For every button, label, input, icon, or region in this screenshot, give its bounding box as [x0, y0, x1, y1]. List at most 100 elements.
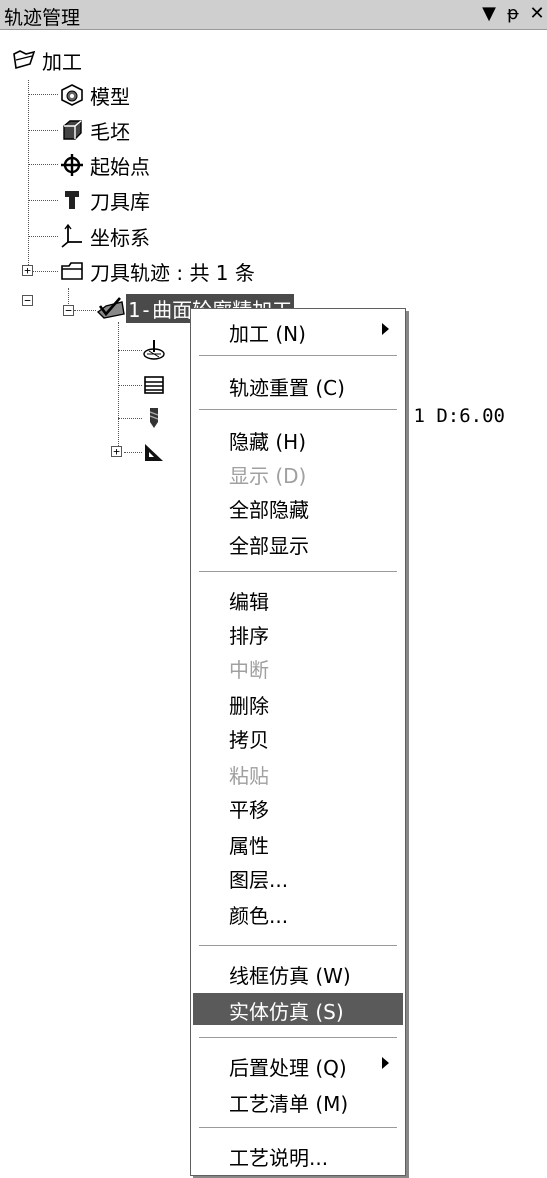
tree-connector: [28, 236, 58, 237]
menu-item-sort[interactable]: 排序: [193, 617, 403, 649]
menu-separator: [199, 1127, 397, 1129]
menu-item-label: 删除: [229, 694, 269, 718]
menu-item-label: 平移: [229, 798, 269, 822]
collapse-toggle[interactable]: −: [22, 295, 33, 306]
menu-item-label: 中断: [229, 658, 269, 682]
tree-node-machining[interactable]: 加工: [12, 45, 82, 75]
menu-item-label: 全部显示: [229, 534, 309, 558]
menu-item-hide-all[interactable]: 全部隐藏: [193, 491, 403, 523]
menu-item-process-description[interactable]: 工艺说明...: [193, 1139, 403, 1171]
folder-open-icon: [12, 48, 36, 72]
toolpath-check-icon: [96, 296, 125, 320]
tree-connector: [118, 322, 119, 456]
menu-item-translate[interactable]: 平移: [193, 791, 403, 823]
model-icon: [60, 83, 84, 107]
tree-node-toolpath-child[interactable]: [142, 403, 172, 433]
geometry-triangle-icon: [142, 440, 166, 464]
tree-node-toolpath-child[interactable]: [142, 335, 172, 365]
expand-toggle[interactable]: +: [22, 265, 33, 276]
menu-separator: [199, 409, 397, 411]
tree-node-tool-library[interactable]: 刀具库: [60, 185, 150, 215]
tree-label: 刀具轨迹 : 共 1 条: [90, 260, 255, 285]
menu-item-paste: 粘贴: [193, 757, 403, 789]
tree-node-toolpaths[interactable]: 刀具轨迹 : 共 1 条: [60, 256, 255, 286]
tree-connector: [118, 385, 142, 386]
tree-connector: [118, 350, 142, 351]
tree-connector: [28, 164, 58, 165]
tree-node-coordinate-system[interactable]: 坐标系: [60, 221, 150, 251]
tool-detail-text: :1 D:6.00: [402, 405, 505, 427]
tree-connector: [28, 200, 58, 201]
menu-item-interrupt: 中断: [193, 651, 403, 683]
menu-separator: [199, 945, 397, 947]
submenu-arrow-icon: [382, 1057, 389, 1069]
menu-item-label: 加工 (N): [229, 322, 306, 346]
tree-node-start-point[interactable]: 起始点: [60, 150, 150, 180]
tool-icon: [60, 188, 84, 212]
menu-item-label: 拷贝: [229, 728, 269, 752]
cutter-icon: [142, 406, 166, 430]
menu-item-label: 排序: [229, 624, 269, 648]
tree-connector: [28, 130, 58, 131]
menu-item-label: 工艺清单 (M): [229, 1092, 349, 1116]
menu-item-label: 颜色...: [229, 904, 289, 928]
panel-titlebar: 轨迹管理 ▼ ᵽ ✕: [0, 0, 547, 30]
menu-item-hide[interactable]: 隐藏 (H): [193, 423, 403, 455]
tree-label: 起始点: [90, 154, 150, 179]
tree-connector: [74, 310, 96, 311]
tree-connector: [28, 271, 58, 272]
tree-label: 加工: [42, 49, 82, 74]
menu-item-reset-toolpath[interactable]: 轨迹重置 (C): [193, 369, 403, 401]
menu-item-solid-simulation[interactable]: 实体仿真 (S): [193, 993, 403, 1025]
crosshair-icon: [60, 153, 84, 177]
collapse-toggle[interactable]: −: [63, 305, 74, 316]
menu-separator: [199, 571, 397, 573]
stock-block-icon: [60, 118, 84, 142]
menu-item-properties[interactable]: 属性: [193, 827, 403, 859]
panel-title: 轨迹管理: [4, 7, 81, 29]
menu-separator: [199, 1037, 397, 1039]
menu-item-label: 图层...: [229, 868, 289, 892]
close-icon[interactable]: ✕: [529, 3, 545, 24]
pin-icon[interactable]: ᵽ: [506, 3, 519, 24]
tree-connector: [28, 94, 58, 95]
tree-node-blank[interactable]: 毛坯: [60, 115, 130, 145]
menu-item-machining[interactable]: 加工 (N): [193, 315, 403, 347]
menu-item-wireframe-simulation[interactable]: 线框仿真 (W): [193, 957, 403, 989]
tree-connector: [28, 80, 29, 265]
tree-node-toolpath-child[interactable]: [142, 437, 172, 467]
menu-item-post-processing[interactable]: 后置处理 (Q): [193, 1049, 403, 1081]
menu-item-label: 全部隐藏: [229, 498, 309, 522]
menu-item-label: 隐藏 (H): [229, 430, 307, 454]
tree-connector: [118, 418, 142, 419]
folder-icon: [60, 259, 84, 283]
submenu-arrow-icon: [382, 323, 389, 335]
tree-label: 模型: [90, 84, 130, 109]
tree-connector: [68, 288, 69, 310]
tree-label: 刀具库: [90, 189, 150, 214]
tree-node-model[interactable]: 模型: [60, 80, 130, 110]
menu-item-copy[interactable]: 拷贝: [193, 721, 403, 753]
context-menu: 加工 (N) 轨迹重置 (C) 隐藏 (H) 显示 (D) 全部隐藏 全部显示 …: [190, 308, 406, 1176]
menu-item-process-list[interactable]: 工艺清单 (M): [193, 1085, 403, 1117]
menu-item-label: 粘贴: [229, 764, 269, 788]
menu-item-label: 显示 (D): [229, 464, 307, 488]
tree-label: 坐标系: [90, 225, 150, 250]
menu-item-label: 编辑: [229, 590, 269, 614]
menu-item-delete[interactable]: 删除: [193, 687, 403, 719]
menu-item-show: 显示 (D): [193, 457, 403, 489]
tree-node-toolpath-child[interactable]: [142, 370, 172, 400]
menu-item-layer[interactable]: 图层...: [193, 861, 403, 893]
menu-item-label: 轨迹重置 (C): [229, 376, 345, 400]
dropdown-icon[interactable]: ▼: [482, 3, 496, 24]
menu-item-label: 后置处理 (Q): [229, 1056, 347, 1080]
expand-toggle[interactable]: +: [111, 446, 122, 457]
menu-separator: [199, 355, 397, 357]
menu-item-show-all[interactable]: 全部显示: [193, 527, 403, 559]
menu-item-label: 工艺说明...: [229, 1146, 329, 1170]
menu-item-edit[interactable]: 编辑: [193, 583, 403, 615]
menu-item-label: 属性: [229, 834, 269, 858]
menu-item-color[interactable]: 颜色...: [193, 897, 403, 929]
menu-item-label: 实体仿真 (S): [229, 1000, 344, 1024]
